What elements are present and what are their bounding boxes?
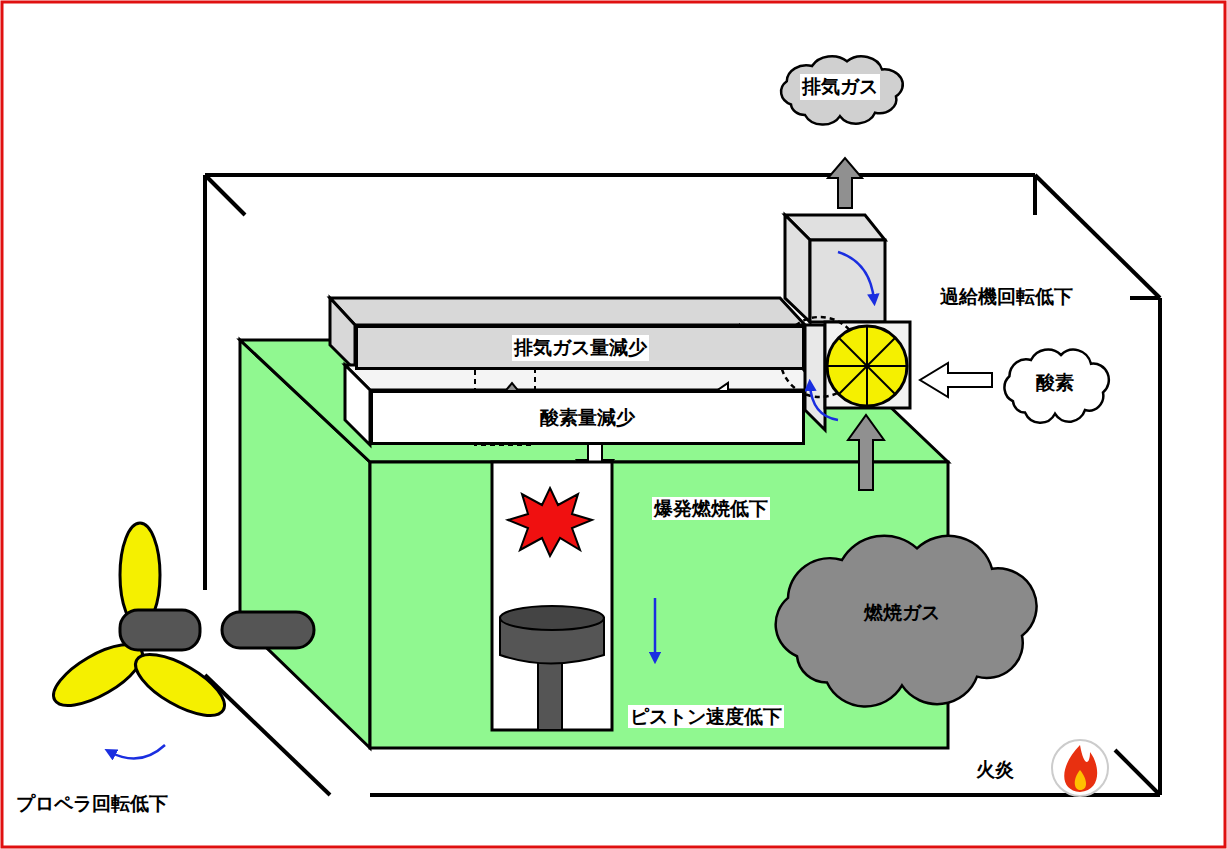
air-duct-face: 酸素量減少 bbox=[370, 390, 805, 445]
annotation-label: 過給機回転低下 bbox=[938, 285, 1075, 308]
air-duct bbox=[345, 365, 820, 445]
node-text: 酸素量減少 bbox=[538, 405, 637, 431]
exhaust-stack bbox=[785, 215, 885, 322]
annotation-label: 爆発燃焼低下 bbox=[652, 497, 770, 520]
exhaust-duct bbox=[330, 298, 805, 370]
node-text: 酸素 bbox=[1034, 370, 1076, 396]
exhaust-cloud: 排気ガス bbox=[770, 52, 910, 122]
annotation-label: プロペラ回転低下 bbox=[14, 792, 170, 815]
room-outline bbox=[205, 175, 1160, 795]
cylinder bbox=[492, 462, 655, 730]
flame-icon bbox=[1052, 740, 1108, 796]
node-text: 燃焼ガス bbox=[862, 600, 942, 626]
exhaust-duct-face: 排気ガス量減少 bbox=[355, 325, 805, 370]
annotation-label: ピストン速度低下 bbox=[628, 705, 784, 728]
oxygen-cloud: 酸素 bbox=[995, 345, 1115, 420]
annotation-label: 火炎 bbox=[974, 758, 1016, 781]
node-text: 排気ガス量減少 bbox=[512, 335, 649, 361]
node-text: 排気ガス bbox=[800, 74, 880, 100]
propeller bbox=[45, 523, 314, 759]
combustion-gas-cloud: 燃焼ガス bbox=[752, 525, 1052, 700]
